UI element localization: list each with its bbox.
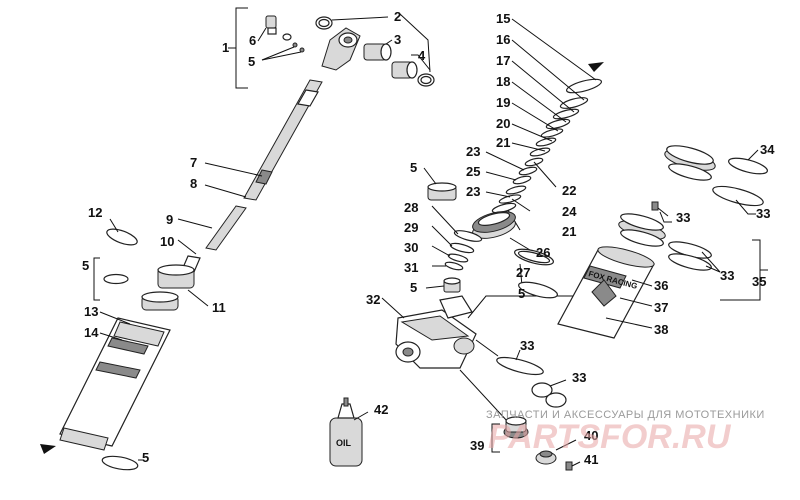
callout-c12: 12 [88, 205, 102, 220]
shaft-end-part-9 [205, 205, 247, 251]
callout-c20: 20 [496, 116, 510, 131]
callout-c33e: 33 [572, 370, 586, 385]
callout-c5e: 5 [518, 286, 525, 301]
callout-c5b: 5 [82, 258, 89, 273]
bushing-part-5-lower [443, 277, 461, 293]
seal-part-5-left [103, 273, 129, 285]
ring-part-31 [444, 261, 464, 271]
eyelet-top [321, 27, 361, 71]
callout-c8: 8 [190, 176, 197, 191]
screw-part-41 [565, 461, 573, 471]
callout-c1: 1 [222, 40, 229, 55]
callout-c19: 19 [496, 95, 510, 110]
callout-c13: 13 [84, 304, 98, 319]
bushing-part-5-center [427, 182, 457, 201]
watermark-tagline: ЗАПЧАСТИ И АКСЕССУАРЫ ДЛЯ МОТОТЕХНИКИ [486, 409, 765, 421]
reservoir-can-part-38: FOX RACING [557, 246, 655, 339]
piston-shaft-part-7 [243, 79, 323, 201]
callout-c35: 35 [752, 274, 766, 289]
callout-numbers: 1234567891011125131451516171819202122232… [82, 9, 775, 467]
callout-c37: 37 [654, 300, 668, 315]
callout-c15: 15 [496, 11, 510, 26]
oil-bottle-part-42: OIL [329, 397, 363, 467]
nut-part-11 [157, 264, 195, 289]
watermark-logo: PARTSFOR.RU [488, 418, 732, 456]
bushing-part-4 [391, 61, 418, 79]
seal-part-5-bottom [101, 455, 139, 471]
callout-c3: 3 [394, 32, 401, 47]
valve-part-33 [651, 201, 659, 211]
bracket-1 [235, 7, 248, 89]
callout-c11: 11 [212, 300, 226, 315]
callout-c9: 9 [166, 212, 173, 227]
seal-group-top [664, 145, 716, 181]
callout-c16: 16 [496, 32, 510, 47]
reservoir-body-part-32 [395, 295, 477, 369]
fitting-part-6 [257, 15, 277, 42]
ring-part-12 [106, 228, 138, 246]
callout-c32: 32 [366, 292, 380, 307]
callout-c33b: 33 [676, 210, 690, 225]
callout-c33a: 33 [756, 206, 770, 221]
ring-part-5-right [518, 281, 558, 299]
callout-c42: 42 [374, 402, 388, 417]
callout-c6: 6 [249, 33, 256, 48]
oil-label: OIL [336, 438, 352, 448]
callout-c22: 22 [562, 183, 576, 198]
callout-c25: 25 [466, 164, 480, 179]
callout-c2: 2 [394, 9, 401, 24]
callout-c21a: 21 [496, 135, 510, 150]
callout-c5d: 5 [410, 160, 417, 175]
callout-c24: 24 [562, 204, 577, 219]
callout-c26: 26 [536, 245, 550, 260]
shock-body-left [59, 317, 171, 451]
ring-part-33-lower [496, 356, 544, 376]
callout-c40: 40 [584, 428, 598, 443]
seal-part-33-small-1 [531, 382, 553, 398]
small-ring [282, 33, 292, 41]
piston-part-26 [472, 211, 516, 239]
callout-c23b: 23 [466, 184, 480, 199]
arrow-right-marker [588, 62, 604, 72]
callout-c41: 41 [584, 452, 598, 467]
ring-part-34 [728, 157, 768, 175]
knob-part-40 [535, 450, 557, 465]
callout-c17: 17 [496, 53, 510, 68]
callout-c18: 18 [496, 74, 510, 89]
callout-c31: 31 [404, 260, 418, 275]
callout-c34: 34 [760, 142, 775, 157]
arrow-left-marker [40, 444, 56, 454]
adjuster-part-39 [503, 416, 529, 439]
ring-part-33-top [712, 185, 764, 207]
callout-c39: 39 [470, 438, 484, 453]
bushing-part-3 [363, 43, 392, 61]
seal-part-33-small-2 [545, 392, 567, 408]
callout-c21b: 21 [562, 224, 576, 239]
callout-c36: 36 [654, 278, 668, 293]
reservoir-cap [618, 213, 666, 247]
callout-c29: 29 [404, 220, 418, 235]
callout-c30: 30 [404, 240, 418, 255]
callout-c7: 7 [190, 155, 197, 170]
callout-c38: 38 [654, 322, 668, 337]
callout-c10: 10 [160, 234, 174, 249]
callout-c33d: 33 [520, 338, 534, 353]
callout-c4: 4 [418, 48, 426, 63]
callout-c27: 27 [516, 265, 530, 280]
bracket-39 [491, 423, 500, 453]
callout-c14: 14 [84, 325, 99, 340]
callout-c23a: 23 [466, 144, 480, 159]
callout-c5c: 5 [142, 450, 149, 465]
callout-c5a: 5 [248, 54, 255, 69]
callout-c28: 28 [404, 200, 418, 215]
ring-part-29 [449, 242, 475, 254]
callout-c33c: 33 [720, 268, 734, 283]
retainer-part-13 [141, 291, 179, 311]
callout-c5f: 5 [410, 280, 417, 295]
ring-part-28 [453, 230, 483, 242]
